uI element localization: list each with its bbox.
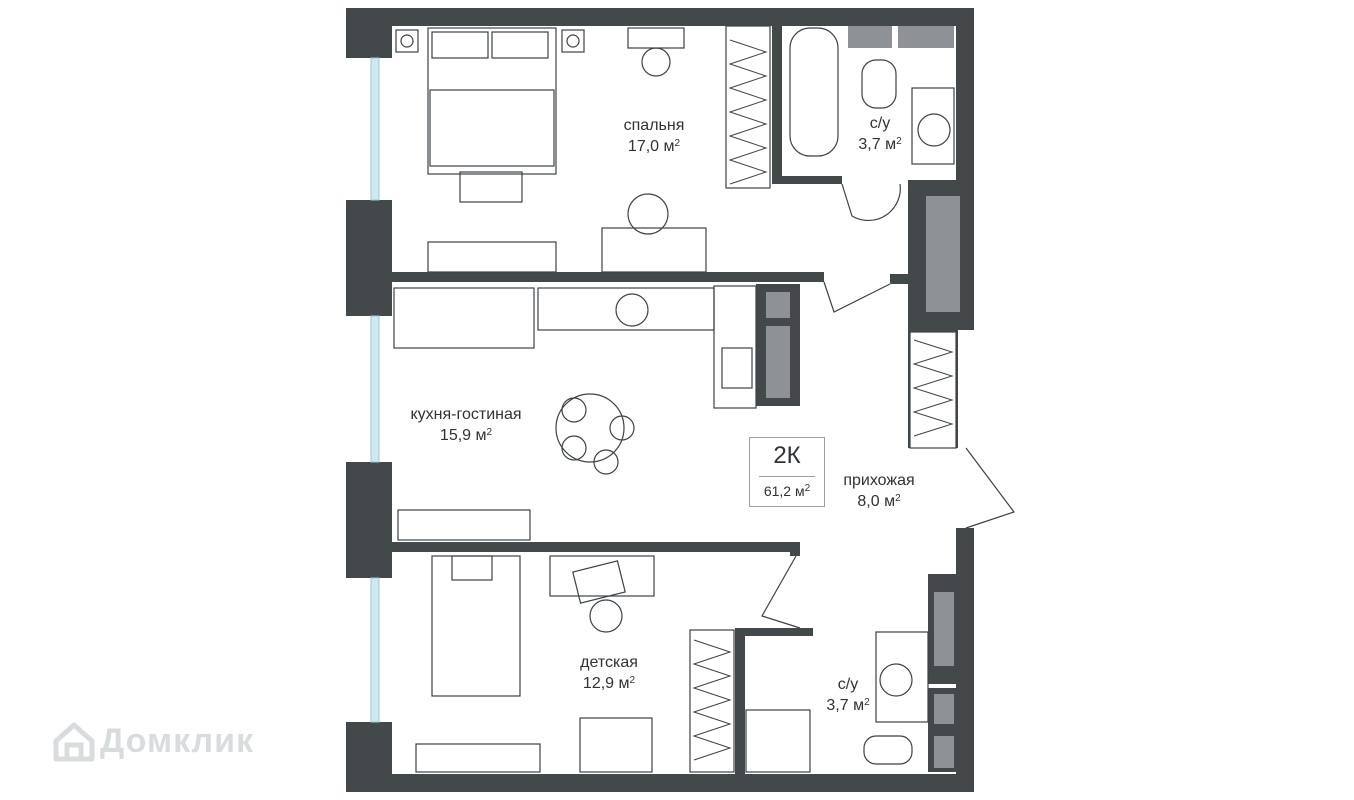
room-label-kids: детская 12,9 м2 bbox=[560, 652, 658, 694]
apartment-total-area: 61,2 м2 bbox=[763, 483, 811, 499]
room-label-hall: прихожая 8,0 м2 bbox=[832, 470, 926, 512]
room-name: прихожая bbox=[843, 472, 915, 489]
room-name: детская bbox=[580, 654, 638, 671]
apartment-badge: 2К 61,2 м2 bbox=[749, 437, 825, 507]
room-label-bedroom: спальня 17,0 м2 bbox=[602, 115, 706, 157]
windows bbox=[370, 57, 380, 723]
room-area: 3,7 м2 bbox=[858, 136, 902, 153]
watermark-text: Домклик bbox=[100, 722, 255, 760]
apartment-type: 2К bbox=[773, 442, 801, 469]
room-area: 15,9 м2 bbox=[439, 427, 493, 444]
room-area: 17,0 м2 bbox=[627, 138, 681, 155]
room-label-bath-1: с/у 3,7 м2 bbox=[838, 113, 922, 155]
domclick-house-icon bbox=[53, 722, 95, 762]
furniture bbox=[393, 27, 955, 773]
wardrobe-hatch bbox=[692, 39, 954, 761]
room-label-bath-2: с/у 3,7 м2 bbox=[806, 674, 890, 716]
room-label-living: кухня-гостиная 15,9 м2 bbox=[388, 404, 544, 446]
room-area: 12,9 м2 bbox=[582, 675, 636, 692]
room-area: 3,7 м2 bbox=[826, 697, 870, 714]
door-swings bbox=[761, 183, 1015, 629]
watermark: Домклик bbox=[52, 716, 254, 766]
badge-divider bbox=[759, 476, 815, 477]
room-name: кухня-гостиная bbox=[410, 406, 522, 423]
room-name: спальня bbox=[623, 117, 685, 134]
room-name: с/у bbox=[837, 676, 859, 693]
room-name: с/у bbox=[869, 115, 891, 132]
shafts bbox=[756, 26, 960, 772]
room-area: 8,0 м2 bbox=[857, 493, 901, 510]
